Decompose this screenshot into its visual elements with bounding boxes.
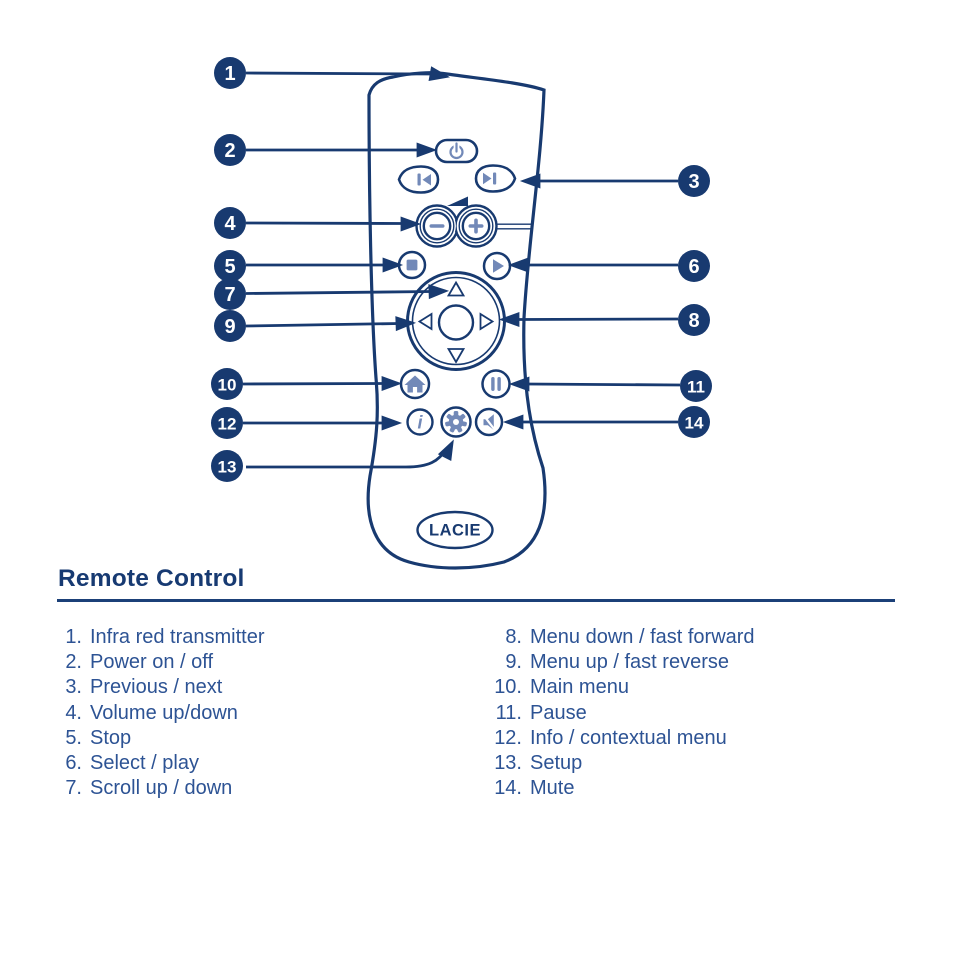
callout-arrows <box>242 66 681 469</box>
callout-13: 13 <box>211 450 243 482</box>
callout-11: 11 <box>680 370 712 402</box>
setup-button <box>440 406 472 438</box>
legend-item-14: 14.Mute <box>494 777 575 800</box>
setup-gear-icon <box>445 411 467 433</box>
legend-item-3: 3.Previous / next <box>65 676 223 699</box>
callout-1: 1 <box>214 57 246 89</box>
power-icon <box>449 142 464 160</box>
volume-seam-lines <box>497 223 531 230</box>
lacie-logo-text: LACIE <box>429 522 481 540</box>
legend-item-7: 7.Scroll up / down <box>65 777 233 800</box>
legend-item-8: 8.Menu down / fast forward <box>505 626 755 648</box>
page-title: Remote Control <box>58 565 245 592</box>
legend-right-column: 8.Menu down / fast forward 9.Menu up / f… <box>486 625 926 801</box>
svg-text:2: 2 <box>224 140 235 162</box>
svg-text:4: 4 <box>224 213 236 235</box>
legend-item-11: 11.Pause <box>495 701 587 724</box>
dpad <box>406 271 506 371</box>
volume-wedge-icon <box>447 196 468 206</box>
svg-text:11: 11 <box>687 378 705 397</box>
svg-text:3: 3 <box>688 171 699 193</box>
remote-control-diagram: i LACIE <box>211 57 712 570</box>
previous-icon <box>417 173 431 186</box>
volume-minus-icon <box>429 224 445 228</box>
callout-6: 6 <box>678 250 710 282</box>
volume-rocker <box>415 204 531 248</box>
legend-item-12: 12.Info / contextual menu <box>494 726 727 749</box>
dpad-right-icon <box>479 312 495 331</box>
legend-item-5: 5.Stop <box>65 726 132 749</box>
legend-item-6: 6.Select / play <box>65 752 199 775</box>
legend-item-4: 4.Volume up/down <box>65 701 238 724</box>
svg-text:13: 13 <box>218 458 237 477</box>
dpad-down-icon <box>446 348 466 364</box>
dpad-up-icon <box>446 280 466 297</box>
select-button <box>437 304 475 341</box>
pause-icon <box>491 377 501 391</box>
mute-icon <box>482 413 496 431</box>
svg-text:12: 12 <box>218 415 237 434</box>
previous-button <box>397 165 440 194</box>
svg-text:1: 1 <box>224 63 235 85</box>
mute-button <box>474 407 504 437</box>
callout-14: 14 <box>678 406 710 438</box>
pause-button <box>481 369 511 399</box>
legend-item-13: 13.Setup <box>494 752 583 775</box>
home-button <box>399 368 431 400</box>
callout-7: 7 <box>214 278 246 310</box>
home-icon <box>404 375 426 393</box>
callout-badges: 1 2 4 5 7 9 10 12 13 3 6 8 11 14 <box>211 57 712 482</box>
svg-text:6: 6 <box>688 256 699 278</box>
svg-text:10: 10 <box>218 376 237 395</box>
dpad-left-icon <box>417 312 433 331</box>
callout-5: 5 <box>214 250 246 282</box>
play-button <box>482 251 512 281</box>
svg-text:14: 14 <box>685 414 704 433</box>
callout-10: 10 <box>211 368 243 400</box>
legend-left-column: 1.Infra red transmitter 2.Power on / off… <box>56 625 456 801</box>
callout-2: 2 <box>214 134 246 166</box>
next-button <box>474 164 517 193</box>
svg-text:7: 7 <box>224 284 235 306</box>
play-icon <box>493 259 504 273</box>
callout-9: 9 <box>214 310 246 342</box>
svg-text:5: 5 <box>224 256 235 278</box>
power-button <box>434 138 479 164</box>
info-button: i <box>406 408 434 436</box>
svg-text:8: 8 <box>688 310 699 332</box>
callout-4: 4 <box>214 207 246 239</box>
callout-8: 8 <box>678 304 710 336</box>
callout-3: 3 <box>678 165 710 197</box>
next-icon <box>483 172 497 185</box>
stop-icon <box>406 259 418 271</box>
callout-12: 12 <box>211 407 243 439</box>
lacie-logo: LACIE <box>416 510 494 550</box>
legend-item-9: 9.Menu up / fast reverse <box>505 651 729 674</box>
legend-item-2: 2.Power on / off <box>65 651 214 674</box>
volume-plus-icon <box>468 218 484 234</box>
svg-text:9: 9 <box>224 316 235 338</box>
info-icon: i <box>417 413 423 433</box>
legend-item-10: 10.Main menu <box>494 676 629 699</box>
title-rule <box>57 599 895 602</box>
legend-item-1: 1.Infra red transmitter <box>65 626 265 648</box>
